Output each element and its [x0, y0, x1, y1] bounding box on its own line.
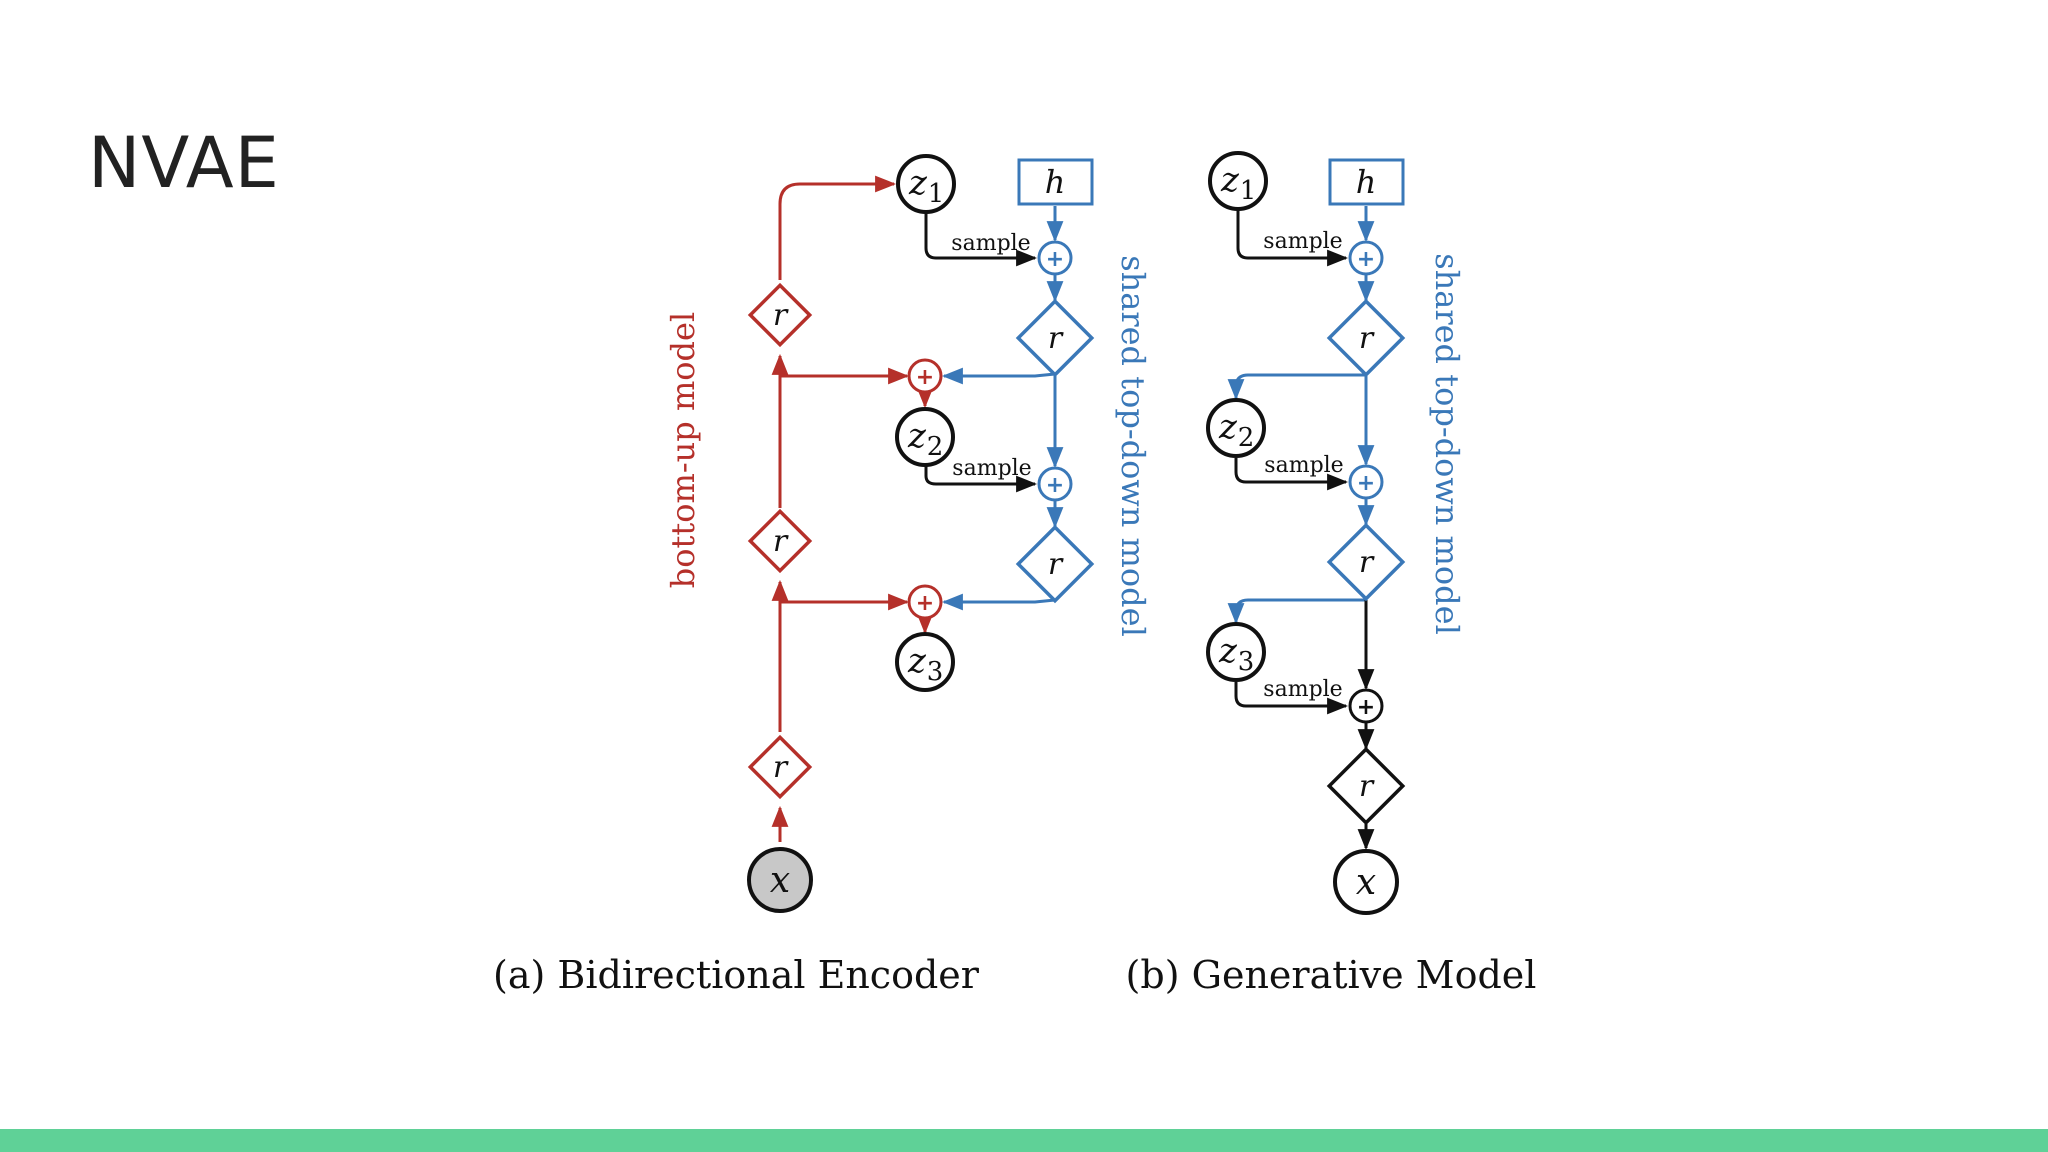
- generative-sum-blue-1: +: [1348, 240, 1384, 276]
- sample-label: sample: [952, 456, 1031, 481]
- svg-text:2: 2: [1238, 423, 1255, 453]
- generative-latent-z3: z 3: [1206, 622, 1266, 682]
- svg-text:r: r: [1359, 545, 1375, 580]
- generative-output-x: x: [1333, 849, 1399, 915]
- encoder-residual-blue-2: r: [1015, 524, 1095, 604]
- svg-text:r: r: [1048, 321, 1064, 356]
- svg-text:z: z: [907, 641, 927, 681]
- generative-latent-z1: z 1: [1208, 151, 1268, 211]
- encoder-context-h: h: [1017, 158, 1094, 206]
- encoder-residual-red-2: r: [747, 508, 813, 574]
- residual-label: r: [773, 298, 789, 333]
- svg-text:+: +: [916, 365, 934, 390]
- encoder-latent-z3: z 3: [895, 632, 955, 692]
- svg-text:+: +: [916, 591, 934, 616]
- encoder-sum-blue-2: +: [1037, 466, 1073, 502]
- generative-residual-blue-1: r: [1326, 298, 1406, 378]
- residual-label: r: [773, 750, 789, 785]
- encoder-latent-z2: z 2: [895, 407, 955, 467]
- encoder-residual-red-1: r: [747, 282, 813, 348]
- slide-title: NVAE: [88, 122, 280, 204]
- sample-label: sample: [951, 231, 1030, 256]
- svg-text:x: x: [1356, 862, 1376, 903]
- generative-residual-black: r: [1326, 746, 1406, 826]
- encoder-latent-z1: z 1: [896, 154, 956, 214]
- svg-text:z: z: [1218, 407, 1238, 447]
- encoder-caption: (a) Bidirectional Encoder: [493, 953, 980, 997]
- encoder-sum-blue-1: +: [1037, 240, 1073, 276]
- encoder-input-x: x: [747, 847, 813, 913]
- svg-text:+: +: [1046, 247, 1064, 272]
- svg-text:+: +: [1046, 473, 1064, 498]
- svg-text:3: 3: [927, 657, 944, 687]
- encoder-panel: r r r + + z 1 z 2: [493, 154, 1152, 997]
- svg-text:x: x: [770, 860, 790, 901]
- residual-label: r: [773, 524, 789, 559]
- encoder-residual-blue-1: r: [1015, 298, 1095, 378]
- svg-text:z: z: [1220, 160, 1240, 200]
- generative-context-h: h: [1328, 158, 1405, 206]
- svg-text:z: z: [907, 416, 927, 456]
- shared-top-down-label: shared top-down model: [1428, 253, 1466, 635]
- svg-text:1: 1: [1240, 176, 1257, 206]
- svg-text:+: +: [1357, 247, 1375, 272]
- sample-label: sample: [1263, 677, 1342, 702]
- svg-text:2: 2: [927, 432, 944, 462]
- sample-label: sample: [1264, 453, 1343, 478]
- generative-panel: z 1 z 2 z 3 h + + +: [1126, 151, 1537, 997]
- encoder-sum-red-2: +: [907, 584, 943, 620]
- generative-latent-z2: z 2: [1206, 398, 1266, 458]
- sample-label: sample: [1263, 229, 1342, 254]
- generative-sum-black: +: [1348, 688, 1384, 724]
- svg-text:z: z: [908, 163, 928, 203]
- svg-text:h: h: [1356, 163, 1377, 201]
- svg-text:r: r: [1359, 321, 1375, 356]
- generative-caption: (b) Generative Model: [1126, 953, 1537, 997]
- svg-text:r: r: [1048, 547, 1064, 582]
- svg-text:1: 1: [928, 179, 945, 209]
- encoder-residual-red-3: r: [747, 734, 813, 800]
- shared-top-down-label: shared top-down model: [1114, 255, 1152, 637]
- svg-text:r: r: [1359, 769, 1375, 804]
- generative-residual-blue-2: r: [1326, 522, 1406, 602]
- bottom-up-label: bottom-up model: [664, 312, 702, 588]
- encoder-sum-red-1: +: [907, 358, 943, 394]
- svg-text:3: 3: [1238, 647, 1255, 677]
- svg-text:+: +: [1357, 695, 1375, 720]
- svg-text:+: +: [1357, 471, 1375, 496]
- svg-text:z: z: [1218, 631, 1238, 671]
- generative-sum-blue-2: +: [1348, 464, 1384, 500]
- footer-accent-bar: [0, 1129, 2048, 1152]
- svg-text:h: h: [1045, 163, 1066, 201]
